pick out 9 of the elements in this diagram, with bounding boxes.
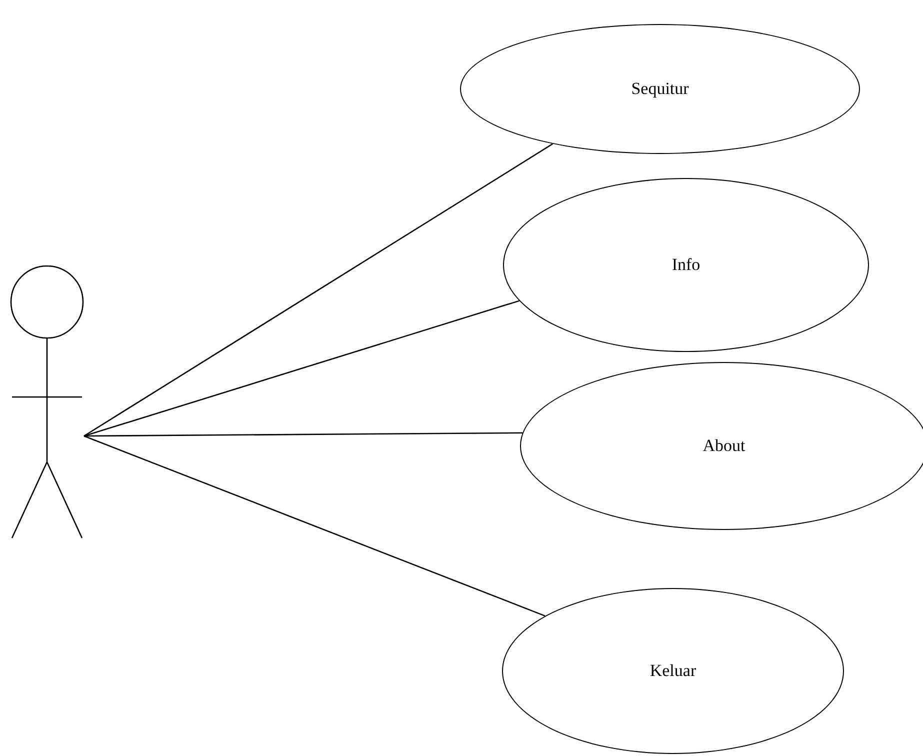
association-line bbox=[84, 300, 520, 437]
association-line bbox=[84, 143, 554, 437]
association-line bbox=[84, 435, 546, 617]
use-case-label: Sequitur bbox=[631, 78, 689, 100]
use-case-label: Info bbox=[672, 254, 700, 276]
use-case-label: About bbox=[702, 435, 746, 458]
actor-figure bbox=[10, 264, 86, 540]
use-case-label: Keluar bbox=[650, 660, 696, 682]
association-line bbox=[84, 432, 522, 437]
